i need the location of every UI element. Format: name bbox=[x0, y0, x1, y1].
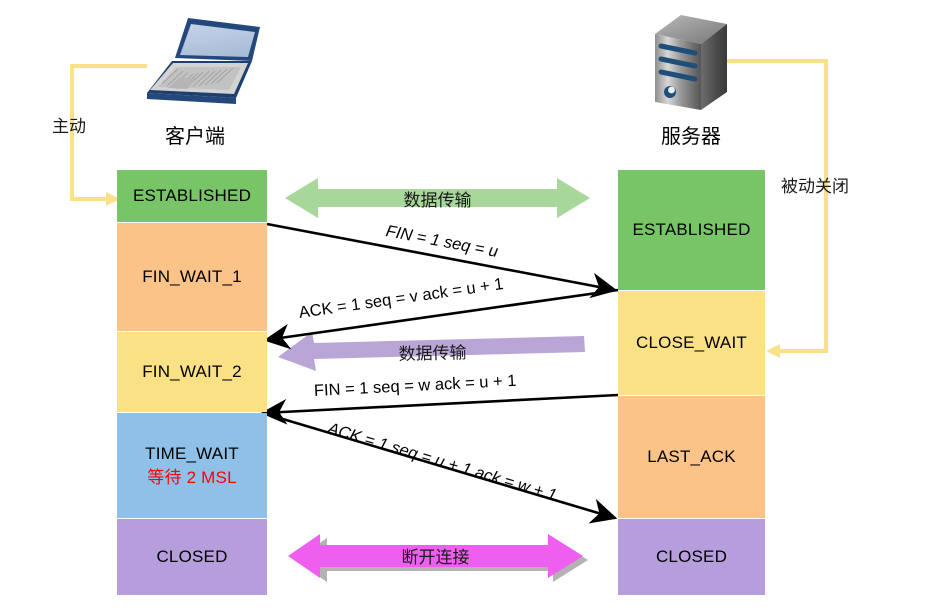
passive-close-note: 被动关闭 bbox=[781, 172, 849, 197]
client-label: 客户端 bbox=[140, 120, 250, 149]
client-state-fin-wait-2[interactable]: FIN_WAIT_2 bbox=[117, 332, 267, 412]
message-text-fin-2: FIN = 1 seq = w ack = u + 1 bbox=[313, 371, 517, 400]
block-arrow-bottom-label: 断开连接 bbox=[333, 543, 538, 568]
state-label: ESTABLISHED bbox=[632, 220, 751, 240]
block-arrow-bottom-text: 断开连接 bbox=[401, 548, 470, 567]
active-close-note: 主动 bbox=[52, 112, 86, 137]
block-arrow-top-text: 数据传输 bbox=[403, 191, 472, 210]
client-state-established[interactable]: ESTABLISHED bbox=[117, 170, 267, 222]
state-label: ESTABLISHED bbox=[132, 186, 252, 206]
time-wait-msl-note: 等待 2 MSL bbox=[147, 468, 237, 487]
client-label-text: 客户端 bbox=[165, 126, 225, 148]
state-label: CLOSED bbox=[655, 547, 728, 567]
block-arrow-mid-label: 数据传输 bbox=[330, 336, 536, 366]
server-state-close-wait[interactable]: CLOSE_WAIT bbox=[618, 291, 765, 395]
message-label-fin-2: FIN = 1 seq = w ack = u + 1 bbox=[314, 372, 517, 401]
state-label: LAST_ACK bbox=[647, 447, 736, 467]
server-state-closed[interactable]: CLOSED bbox=[618, 519, 765, 595]
message-label-ack-2: ACK = 1 seq = u + 1 ack = w + 1 bbox=[325, 419, 559, 505]
message-label-fin-1: FIN = 1 seq = u bbox=[384, 222, 499, 262]
state-label: CLOSE_WAIT bbox=[636, 333, 747, 353]
server-label: 服务器 bbox=[636, 120, 746, 149]
server-state-established[interactable]: ESTABLISHED bbox=[618, 170, 765, 290]
server-state-last-ack[interactable]: LAST_ACK bbox=[618, 396, 765, 518]
block-arrow-top-label: 数据传输 bbox=[335, 186, 540, 211]
state-label: CLOSED bbox=[156, 547, 228, 567]
state-label: FIN_WAIT_2 bbox=[142, 362, 242, 382]
state-label: FIN_WAIT_1 bbox=[142, 267, 242, 287]
state-label: TIME_WAIT bbox=[145, 443, 239, 463]
block-arrow-mid-text: 数据传输 bbox=[398, 343, 467, 364]
message-text-fin-1: FIN = 1 seq = u bbox=[384, 222, 500, 261]
server-icon bbox=[655, 15, 727, 110]
client-state-closed[interactable]: CLOSED bbox=[117, 519, 267, 595]
message-text-ack-2: ACK = 1 seq = u + 1 ack = w + 1 bbox=[325, 419, 559, 505]
active-close-note-text: 主动 bbox=[52, 117, 86, 136]
laptop-icon bbox=[147, 18, 260, 104]
server-label-text: 服务器 bbox=[661, 126, 721, 148]
client-state-time-wait[interactable]: TIME_WAIT 等待 2 MSL bbox=[117, 413, 267, 518]
passive-close-note-text: 被动关闭 bbox=[781, 177, 849, 196]
message-label-ack-1: ACK = 1 seq = v ack = u + 1 bbox=[298, 275, 505, 323]
message-text-ack-1: ACK = 1 seq = v ack = u + 1 bbox=[297, 275, 505, 322]
client-state-fin-wait-1[interactable]: FIN_WAIT_1 bbox=[117, 223, 267, 331]
